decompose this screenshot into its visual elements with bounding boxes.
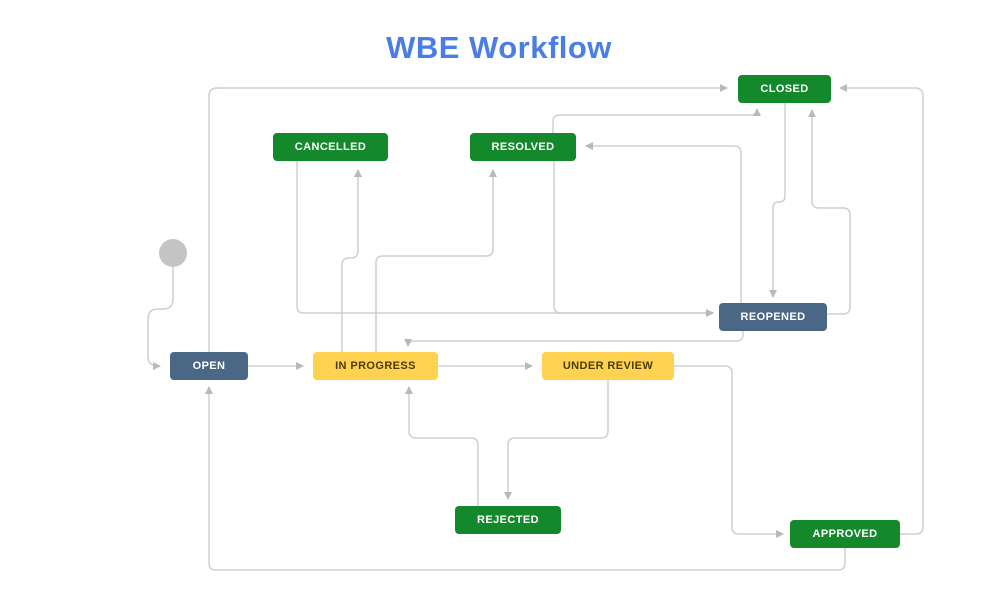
edge-approved-to-open (205, 386, 846, 571)
state-cancelled[interactable]: CANCELLED (273, 133, 388, 161)
state-cancelled-label: CANCELLED (294, 141, 367, 153)
edge-reopened-to-in-progress (404, 330, 744, 347)
edge-reopened-to-resolved (585, 142, 742, 303)
edge-open-to-closed (208, 84, 728, 352)
state-under-review[interactable]: UNDER REVIEW (542, 352, 674, 380)
state-reopened[interactable]: REOPENED (719, 303, 827, 331)
state-rejected[interactable]: REJECTED (455, 506, 561, 534)
diagram-title: WBE Workflow (386, 30, 612, 65)
edge-closed-to-reopened (769, 103, 786, 298)
edge-rejected-to-in-progress (405, 386, 479, 506)
edge-reopened-to-closed (808, 109, 851, 315)
edge-resolved-to-reopened (553, 161, 714, 317)
edge-in-progress-to-cancelled (341, 169, 362, 352)
edge-in-progress-to-resolved (375, 169, 497, 352)
state-resolved-label: RESOLVED (491, 141, 555, 153)
edge-cancelled-to-reopened (296, 161, 714, 317)
state-approved[interactable]: APPROVED (790, 520, 900, 548)
state-open-label: OPEN (192, 360, 226, 372)
edge-under-review-to-rejected (504, 380, 609, 500)
state-closed[interactable]: CLOSED (738, 75, 831, 103)
edge-approved-to-closed (839, 84, 924, 535)
state-in-progress-label: IN PROGRESS (335, 360, 416, 372)
state-in-progress[interactable]: IN PROGRESS (313, 352, 438, 380)
edge-under-review-to-approved (674, 365, 784, 538)
state-reopened-label: REOPENED (740, 311, 806, 323)
state-closed-label: CLOSED (760, 83, 809, 95)
state-rejected-label: REJECTED (477, 514, 539, 526)
start-node-circle[interactable] (159, 239, 187, 267)
edge-start-to-open (147, 267, 174, 370)
state-under-review-label: UNDER REVIEW (562, 360, 654, 372)
state-open[interactable]: OPEN (170, 352, 248, 380)
edge-resolved-to-closed (552, 108, 761, 133)
state-approved-label: APPROVED (812, 528, 878, 540)
state-resolved[interactable]: RESOLVED (470, 133, 576, 161)
